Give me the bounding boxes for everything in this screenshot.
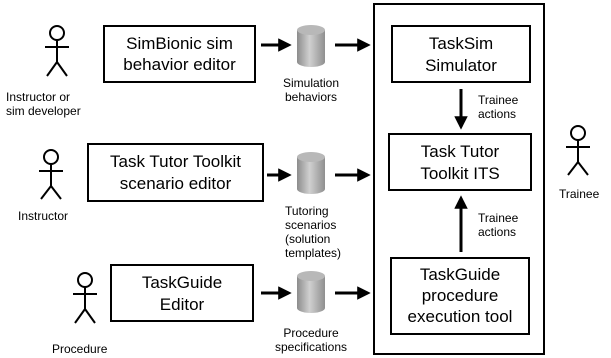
instructor-dev-label-line2: sim developer <box>6 104 81 118</box>
actions-top-line2: actions <box>478 107 516 121</box>
procedure-actor-icon <box>73 272 97 324</box>
tasksim-line1: TaskSim <box>429 34 493 53</box>
procedure-actor-label: Procedure <box>52 342 108 356</box>
tasktutor-editor-line1: Task Tutor Toolkit <box>110 152 241 171</box>
actions-top-line1: Trainee <box>478 93 519 107</box>
taskguide-exec-line1: TaskGuide <box>420 265 500 284</box>
simbionic-editor-box: SimBionic sim behavior editor <box>103 25 256 83</box>
trainee-label: Trainee <box>559 187 600 201</box>
trainee-actor-icon <box>566 125 590 176</box>
tutoring-store-line2: scenarios <box>285 218 336 232</box>
its-line2: Toolkit ITS <box>420 164 499 183</box>
tasksim-line2: Simulator <box>425 56 497 75</box>
tasktutor-editor-box: Task Tutor Toolkit scenario editor <box>87 143 264 202</box>
simbionic-editor-line2: behavior editor <box>123 55 236 74</box>
procedure-store-cylinder-icon <box>297 271 325 313</box>
taskguide-editor-line1: TaskGuide <box>142 273 222 292</box>
instructor-dev-actor-icon <box>45 25 69 77</box>
tutoring-store-line3: (solution <box>285 232 330 246</box>
simulation-store-cylinder-icon <box>297 25 325 67</box>
simulation-store-line2: behaviors <box>285 90 337 104</box>
its-line1: Task Tutor <box>421 142 500 161</box>
actions-bottom-line2: actions <box>478 225 516 239</box>
taskguide-editor-line2: Editor <box>160 295 205 314</box>
instructor-dev-label-line1: Instructor or <box>6 90 70 104</box>
runtime-container <box>373 3 545 355</box>
actions-bottom-line1: Trainee <box>478 211 519 225</box>
procedure-store-line1: Procedure <box>283 326 339 340</box>
tutoring-store-line1: Tutoring <box>285 204 329 218</box>
procedure-store-line2: specifications <box>275 340 347 354</box>
its-box: Task Tutor Toolkit ITS <box>388 133 532 191</box>
taskguide-exec-line3: execution tool <box>408 307 513 326</box>
instructor-label: Instructor <box>18 209 68 223</box>
tasktutor-editor-line2: scenario editor <box>120 174 232 193</box>
instructor-actor-icon <box>39 149 63 200</box>
simulation-store-line1: Simulation <box>283 76 339 90</box>
taskguide-editor-box: TaskGuide Editor <box>110 264 254 322</box>
tutoring-store-cylinder-icon <box>297 152 325 194</box>
tutoring-store-line4: templates) <box>285 246 341 260</box>
simbionic-editor-line1: SimBionic sim <box>126 34 233 53</box>
taskguide-exec-line2: procedure <box>422 286 499 305</box>
taskguide-exec-box: TaskGuide procedure execution tool <box>390 257 530 335</box>
tasksim-box: TaskSim Simulator <box>391 25 531 83</box>
